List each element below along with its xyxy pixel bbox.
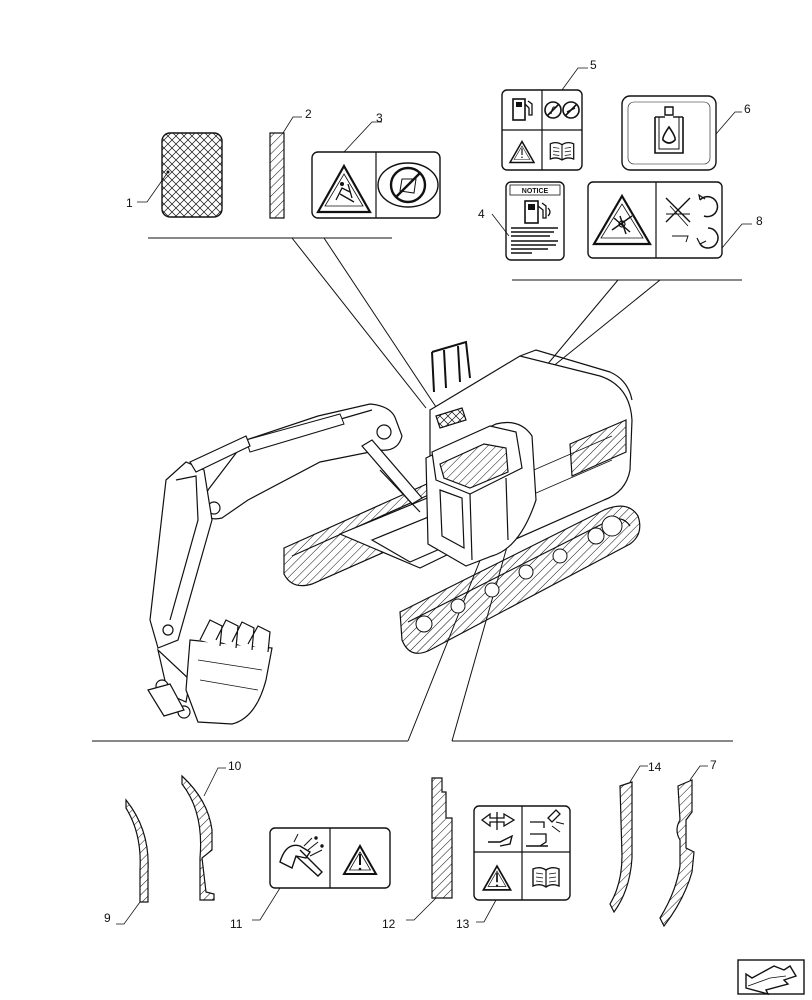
callout-4: 4 bbox=[478, 207, 485, 221]
excavator-illustration bbox=[147, 340, 641, 725]
notice-fine-print bbox=[511, 227, 558, 254]
callout-10: 10 bbox=[228, 759, 242, 773]
decal-item-13-service: 13 bbox=[456, 805, 571, 931]
callout-3: 3 bbox=[376, 111, 383, 125]
fluid-injection-hand-icon bbox=[279, 833, 324, 877]
decal-item-4-notice: NOTICE 4 bbox=[478, 181, 565, 261]
callout-1: 1 bbox=[126, 196, 133, 210]
decal-4-heading: NOTICE bbox=[522, 188, 549, 195]
fuel-pump-icon bbox=[512, 98, 533, 121]
oil-drop-icon bbox=[654, 106, 684, 154]
callout-5: 5 bbox=[590, 58, 597, 72]
decal-item-10-curved-strip: 10 bbox=[181, 759, 242, 901]
callout-11: 11 bbox=[230, 917, 243, 931]
callout-13: 13 bbox=[456, 917, 470, 931]
decal-item-12-stripe: 12 bbox=[382, 777, 453, 931]
decal-item-14-curved-strip: 14 bbox=[609, 760, 662, 914]
decal-item-3-warning: 3 bbox=[311, 111, 441, 219]
no-step-prohibition-icon bbox=[377, 162, 439, 208]
decal-item-1-antislip-pad: 1 bbox=[126, 132, 223, 218]
warning-triangle-icon bbox=[592, 193, 652, 246]
decal-item-2-stripe: 2 bbox=[269, 107, 312, 219]
no-flame-no-smoke-icon bbox=[544, 101, 580, 119]
boom-movement-icon bbox=[480, 812, 516, 847]
fuel-pump-icon bbox=[524, 200, 551, 224]
lubrication-icon bbox=[526, 809, 565, 847]
callout-14: 14 bbox=[648, 760, 662, 774]
decal-item-7-curved-strip: 7 bbox=[659, 758, 717, 928]
callout-2: 2 bbox=[305, 107, 312, 121]
decal-item-6-oil-level: 6 bbox=[621, 95, 751, 171]
callout-9: 9 bbox=[104, 911, 111, 925]
callout-8: 8 bbox=[756, 214, 763, 228]
callout-12: 12 bbox=[382, 917, 396, 931]
rotating-fan-icon bbox=[665, 193, 719, 249]
decal-item-11-pressure-warning: 11 bbox=[230, 827, 391, 931]
callout-6: 6 bbox=[744, 102, 751, 116]
warning-triangle-icon bbox=[316, 163, 372, 214]
previous-page-arrow-icon[interactable] bbox=[737, 959, 805, 996]
decal-item-5-fuel-warning: 5 bbox=[501, 58, 597, 171]
decal-item-8-fan-warning: 8 bbox=[587, 181, 763, 259]
callout-7: 7 bbox=[710, 758, 717, 772]
decal-item-9-curved-strip: 9 bbox=[104, 798, 149, 925]
